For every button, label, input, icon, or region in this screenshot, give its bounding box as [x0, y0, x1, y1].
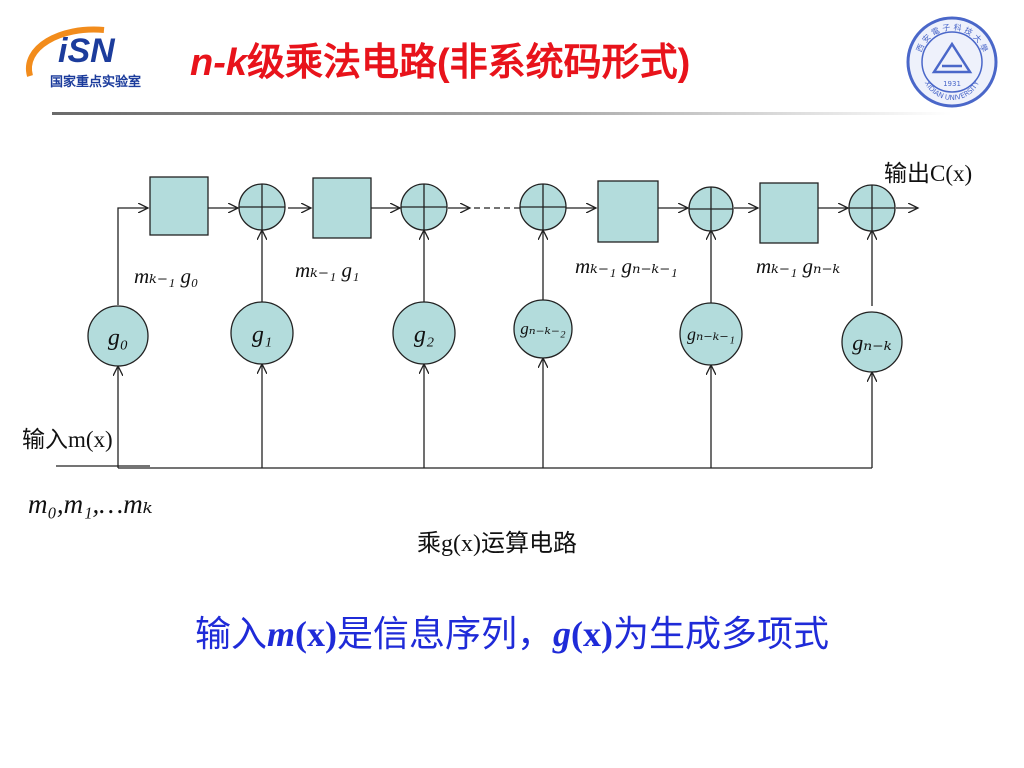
title-text: 级乘法电路(非系统码形式) [247, 42, 691, 84]
register-label-0: mₖ₋₁ g₀ [134, 264, 198, 288]
logo-orange-swoosh [25, 26, 105, 77]
wire-g0-to-reg0 [117, 208, 148, 305]
footer-part2: 是信息序列， [337, 614, 554, 654]
circuit-diagram: g₀ g₁ g₂ gₙ₋ₖ₋₂ gₙ₋ₖ₋₁ gₙ₋ₖ mₖ₋₁ g₀ mₖ₋₁… [22, 161, 972, 557]
title-rule [52, 112, 952, 115]
multiplier-gnk2 [513, 299, 573, 359]
title-math: n-k [190, 42, 247, 84]
logo-subtitle: 国家重点实验室 [50, 74, 141, 90]
register-label-1: mₖ₋₁ g₁ [295, 258, 359, 282]
multiplier-label-gnk: gₙ₋ₖ [852, 330, 892, 355]
adder-4 [688, 186, 734, 232]
footer-part3: 为生成多项式 [613, 614, 830, 654]
footer-m: m [267, 614, 296, 654]
footer-x1: (x) [295, 614, 337, 654]
multiplier-gnk [841, 311, 903, 373]
register-2 [597, 180, 659, 243]
adder-2 [400, 183, 448, 231]
register-label-3: mₖ₋₁ gₙ₋ₖ [756, 254, 841, 278]
multiplier-g2 [392, 301, 456, 365]
footer-g: g [553, 614, 572, 654]
multiplier-g0 [87, 305, 149, 367]
multiplier-label-g2: g₂ [414, 322, 434, 348]
adder-5 [848, 184, 896, 232]
register-3 [759, 182, 819, 244]
multiplier-g1 [230, 301, 294, 365]
footer-note: 输入m(x)是信息序列，g(x)为生成多项式 [0, 616, 1024, 652]
adder-1 [238, 183, 286, 231]
logo-brand-text: iSN [58, 32, 116, 70]
seal-emblem [931, 41, 973, 74]
register-label-2: mₖ₋₁ gₙ₋ₖ₋₁ [575, 254, 678, 278]
register-1 [312, 177, 372, 239]
multiplier-gnk1 [679, 302, 743, 366]
circuit-caption: 乘g(x)运算电路 [417, 530, 577, 557]
seal-year: 1931 [943, 80, 961, 88]
isn-lab-logo: iSN 国家重点实验室 [25, 26, 141, 90]
multiplier-label-gnk2: gₙ₋ₖ₋₂ [520, 319, 566, 338]
footer-x2: (x) [571, 614, 613, 654]
output-label: 输出C(x) [884, 161, 972, 186]
register-0 [149, 176, 209, 236]
input-sequence: m₀,m₁,…mₖ [28, 489, 153, 519]
input-label: 输入m(x) [22, 427, 113, 452]
multiplier-label-g0: g₀ [108, 325, 128, 351]
multiplier-label-gnk1: gₙ₋ₖ₋₁ [687, 324, 735, 344]
adder-3 [519, 183, 567, 231]
footer-part1: 输入 [194, 614, 267, 654]
university-seal-logo: 西 安 電 子 科 技 大 學 XIDIAN UNIVERSITY 1931 [906, 16, 998, 108]
multiplier-label-g1: g₁ [252, 322, 272, 348]
slide-title: n-k级乘法电路(非系统码形式) [190, 44, 690, 82]
